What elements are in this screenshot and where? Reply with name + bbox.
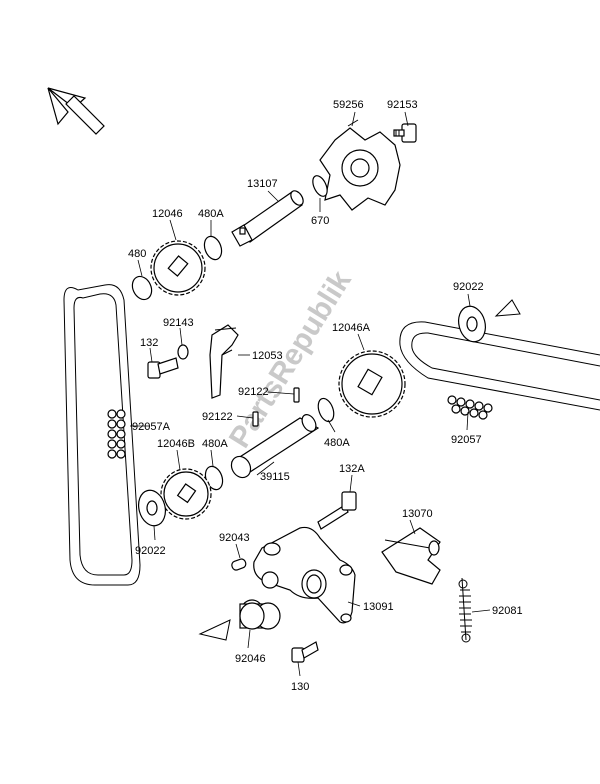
sprocket-12046A: [338, 350, 406, 418]
pin-92122-upper: [293, 387, 300, 403]
label-132: 132: [140, 337, 158, 349]
washer-92143: [177, 344, 189, 360]
tensioner-13070: [381, 527, 441, 585]
label-92143: 92143: [163, 317, 194, 329]
label-13091: 13091: [363, 601, 394, 613]
washer-92022-top: [458, 305, 486, 343]
label-13107: 13107: [247, 178, 278, 190]
o-ring-670: [312, 175, 328, 197]
ref-arrow-left: [198, 619, 231, 641]
left-chain: [63, 284, 141, 586]
spring-92081: [458, 577, 472, 643]
chain-links: [107, 409, 126, 459]
snap-ring-480A-right: [317, 397, 335, 423]
bolt-132A: [317, 491, 357, 530]
ref-arrow-right: [494, 299, 521, 317]
label-480A-right: 480A: [324, 437, 350, 449]
label-92043: 92043: [219, 532, 250, 544]
label-92122-b: 92122: [202, 411, 233, 423]
bolt-130: [291, 641, 319, 663]
label-92122-a: 92122: [238, 386, 269, 398]
label-92046: 92046: [235, 653, 266, 665]
washer-92022-bottom: [138, 489, 166, 527]
label-59256: 59256: [333, 99, 364, 111]
label-92153: 92153: [387, 99, 418, 111]
bolt-92153: [393, 123, 417, 143]
label-12046A: 12046A: [332, 322, 371, 334]
label-92081: 92081: [492, 605, 523, 617]
right-chain: [399, 321, 600, 420]
snap-ring-480A-top: [203, 235, 223, 261]
shaft-13107: [231, 190, 304, 247]
label-92022-top: 92022: [453, 281, 484, 293]
chain-links-right: [447, 395, 493, 420]
label-92022-bottom: 92022: [135, 545, 166, 557]
label-13070: 13070: [402, 508, 433, 520]
front-arrow-icon: [47, 87, 105, 135]
label-92057: 92057: [451, 434, 482, 446]
sprocket-12046B: [160, 468, 212, 520]
label-12046B: 12046B: [157, 438, 195, 450]
leader-lines: [130, 111, 491, 677]
sprocket-12046: [150, 240, 206, 296]
plate-12053: [209, 324, 239, 399]
shaft-39115: [230, 414, 320, 479]
pin-92122-lower: [252, 411, 259, 427]
label-39115: 39115: [260, 471, 290, 483]
label-480: 480: [128, 248, 146, 260]
label-12053: 12053: [252, 350, 283, 362]
tensioner-arm-13091: [253, 526, 356, 624]
label-132A: 132A: [339, 463, 365, 475]
label-480A-top: 480A: [198, 208, 224, 220]
bolt-132: [147, 357, 179, 379]
label-480A-mid: 480A: [202, 438, 228, 450]
label-92057A: 92057A: [132, 421, 171, 433]
collar-92046: [239, 599, 281, 630]
snap-ring-480: [131, 275, 153, 301]
dowel-92043: [231, 558, 247, 571]
label-130: 130: [291, 681, 309, 693]
label-670: 670: [311, 215, 329, 227]
chain-guide-59256: [319, 119, 401, 211]
label-12046: 12046: [152, 208, 183, 220]
